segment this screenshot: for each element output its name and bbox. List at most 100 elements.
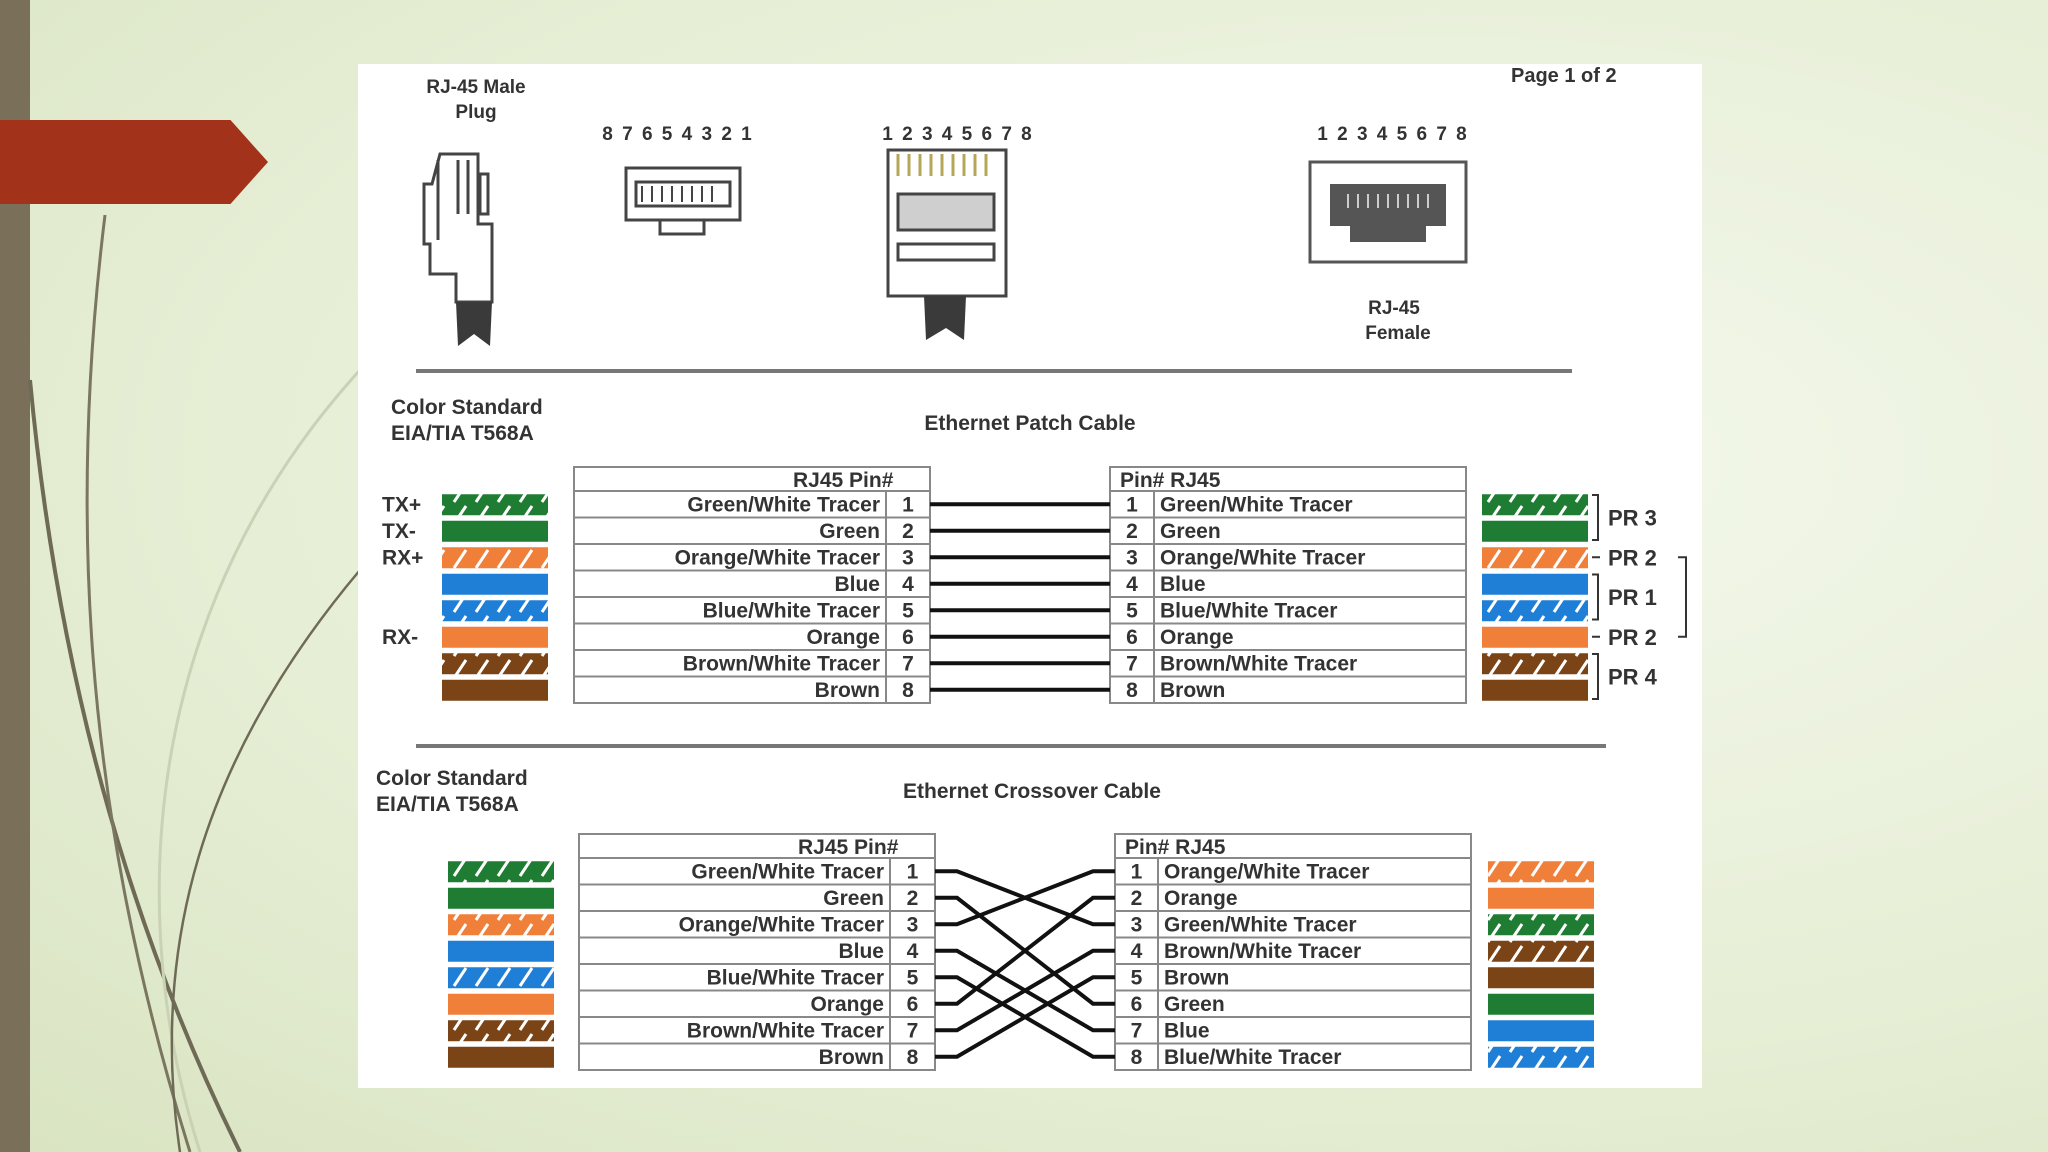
patch-title: Ethernet Patch Cable xyxy=(924,412,1135,435)
pair-label: PR 4 xyxy=(1608,665,1658,690)
pair-label: PR 3 xyxy=(1608,506,1657,531)
crossover-left-wire-name: Brown/White Tracer xyxy=(687,1019,884,1042)
pair-label: PR 2 xyxy=(1608,625,1657,650)
crossover-right-color-swatch xyxy=(1488,861,1594,883)
male-plug-label-2: Plug xyxy=(455,102,496,123)
crossover-right-wire-name: Orange/White Tracer xyxy=(1164,860,1369,883)
crossover-right-pin-number: 1 xyxy=(1131,860,1143,883)
crossover-wire xyxy=(935,895,1115,1006)
crossover-left-wire-name: Brown xyxy=(819,1046,884,1069)
patch-left-wire-name: Orange xyxy=(806,626,880,649)
patch-right-color-swatch xyxy=(1482,573,1588,595)
crossover-left-pin-number: 6 xyxy=(907,993,919,1016)
crossover-left-pin-number: 3 xyxy=(907,913,919,936)
crossover-wire xyxy=(935,869,1115,927)
plug-front-pin-numbers: 1 2 3 4 5 6 7 8 xyxy=(882,124,1034,145)
crossover-right-color-swatch xyxy=(1488,1046,1594,1068)
patch-right-pin-number: 1 xyxy=(1126,493,1138,516)
crossover-left-wire-name: Blue xyxy=(838,940,884,963)
patch-left-pin-number: 7 xyxy=(902,652,914,675)
pair-bracket xyxy=(1592,653,1599,700)
patch-left-pin-number: 8 xyxy=(902,679,914,702)
patch-right-wire-name: Blue xyxy=(1160,573,1206,596)
crossover-left-color-swatch xyxy=(448,993,554,1015)
jack-pin-numbers: 1 2 3 4 5 6 7 8 xyxy=(1317,124,1469,145)
crossover-right-wire-name: Green xyxy=(1164,993,1225,1016)
patch-right-wire-name: Green/White Tracer xyxy=(1160,493,1353,516)
patch-left-wire-name: Brown xyxy=(815,679,880,702)
crossover-right-pin-number: 8 xyxy=(1131,1046,1143,1069)
crossover-right-wire-name: Blue/White Tracer xyxy=(1164,1046,1341,1069)
patch-right-pin-number: 2 xyxy=(1126,520,1138,543)
crossover-right-color-swatch xyxy=(1488,967,1594,989)
crossover-right-color-swatch xyxy=(1488,887,1594,909)
patch-standard-label-1: Color Standard xyxy=(391,396,543,419)
patch-left-color-swatch xyxy=(442,626,548,648)
crossover-left-color-swatch xyxy=(448,940,554,962)
patch-right-pin-number: 7 xyxy=(1126,652,1138,675)
patch-right-pin-number: 6 xyxy=(1126,626,1138,649)
crossover-right-wire-name: Blue xyxy=(1164,1019,1210,1042)
jack-label-2: Female xyxy=(1365,323,1430,344)
patch-left-pin-number: 6 xyxy=(902,626,914,649)
patch-right-wire-name: Orange/White Tracer xyxy=(1160,546,1365,569)
patch-left-wire-name: Orange/White Tracer xyxy=(675,546,880,569)
patch-left-wire-name: Blue xyxy=(834,573,880,596)
patch-right-wire-name: Orange xyxy=(1160,626,1234,649)
patch-signal-label: RX+ xyxy=(382,546,423,569)
crossover-right-pin-number: 4 xyxy=(1131,940,1143,963)
patch-right-wire-name: Brown xyxy=(1160,679,1225,702)
pair-label: PR 1 xyxy=(1608,585,1657,610)
patch-right-color-swatch xyxy=(1482,653,1588,675)
diagram-card: Page 1 of 2 RJ-45 Male Plug 8 7 6 5 4 3 … xyxy=(358,64,1702,1088)
male-plug-label-1: RJ-45 Male xyxy=(426,77,525,98)
patch-standard-label-2: EIA/TIA T568A xyxy=(391,422,534,445)
crossover-right-wire-name: Brown/White Tracer xyxy=(1164,940,1361,963)
patch-right-color-swatch xyxy=(1482,600,1588,622)
rj45-male-plug-side-icon xyxy=(422,152,494,304)
crossover-right-pin-number: 3 xyxy=(1131,913,1143,936)
pair-bracket xyxy=(1592,494,1599,541)
crossover-left-header: RJ45 Pin# xyxy=(798,836,899,859)
patch-left-color-swatch xyxy=(442,653,548,675)
crossover-right-color-swatch xyxy=(1488,993,1594,1015)
patch-right-wire-name: Blue/White Tracer xyxy=(1160,599,1337,622)
patch-left-color-swatch xyxy=(442,679,548,701)
crossover-left-pin-number: 8 xyxy=(907,1046,919,1069)
patch-right-wire-name: Green xyxy=(1160,520,1221,543)
pair-bracket xyxy=(1592,573,1599,621)
plug-end-pin-numbers: 8 7 6 5 4 3 2 1 xyxy=(602,124,754,145)
patch-left-color-swatch xyxy=(442,520,548,542)
crossover-left-color-swatch xyxy=(448,914,554,936)
rj45-plug-end-icon xyxy=(624,166,742,236)
patch-right-pin-number: 5 xyxy=(1126,599,1138,622)
crossover-left-color-swatch xyxy=(448,861,554,883)
crossover-left-pin-number: 1 xyxy=(907,860,919,883)
crossover-right-pin-number: 2 xyxy=(1131,887,1143,910)
patch-right-header: Pin# RJ45 xyxy=(1120,469,1221,492)
patch-right-pin-number: 8 xyxy=(1126,679,1138,702)
crossover-right-color-swatch xyxy=(1488,940,1594,962)
crossover-left-wire-name: Blue/White Tracer xyxy=(707,966,884,989)
crossover-left-pin-number: 4 xyxy=(907,940,919,963)
crossover-left-color-swatch xyxy=(448,967,554,989)
patch-left-pin-number: 5 xyxy=(902,599,914,622)
crossover-wire xyxy=(935,948,1115,1033)
patch-right-color-swatch xyxy=(1482,520,1588,542)
crossover-left-color-swatch xyxy=(448,1020,554,1042)
crossover-right-pin-number: 7 xyxy=(1131,1019,1143,1042)
pair-2-bracket xyxy=(1678,556,1687,638)
crossover-right-color-swatch xyxy=(1488,914,1594,936)
crossover-right-wire-name: Brown xyxy=(1164,966,1229,989)
crossover-right-color-swatch xyxy=(1488,1020,1594,1042)
patch-right-color-swatch xyxy=(1482,547,1588,569)
crossover-left-pin-number: 7 xyxy=(907,1019,919,1042)
patch-left-pin-number: 1 xyxy=(902,493,914,516)
patch-left-pin-number: 4 xyxy=(902,573,914,596)
crossover-standard-label-1: Color Standard xyxy=(376,767,528,790)
patch-left-color-swatch xyxy=(442,573,548,595)
crossover-title: Ethernet Crossover Cable xyxy=(903,780,1161,803)
